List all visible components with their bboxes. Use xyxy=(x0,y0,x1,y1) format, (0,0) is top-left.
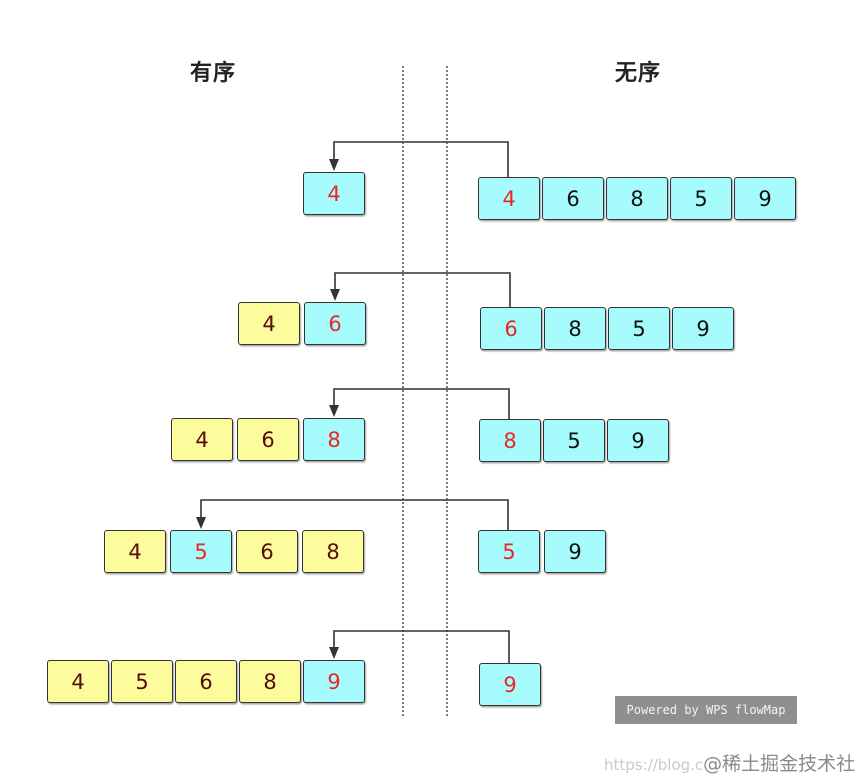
unordered-cell-r1-5: 9 xyxy=(734,177,796,220)
wps-watermark: Powered by WPS flowMap xyxy=(615,696,797,724)
ordered-heading: 有序 xyxy=(190,61,237,86)
move-connector-r1 xyxy=(333,141,509,177)
move-connector-r3 xyxy=(333,388,510,419)
unordered-cell-r1-3: 8 xyxy=(606,177,668,220)
unordered-cell-r1-2: 6 xyxy=(542,177,604,220)
unordered-cell-r2-3: 5 xyxy=(608,307,670,350)
unordered-cell-r2-1: 6 xyxy=(480,307,542,350)
unordered-cell-r3-2: 5 xyxy=(543,419,605,462)
arrow-head-r1 xyxy=(329,159,339,171)
unordered-cell-r3-1: 8 xyxy=(479,419,541,462)
ordered-cell-r2-1: 4 xyxy=(238,302,300,345)
arrow-head-r4 xyxy=(196,517,206,529)
footer-credit: https://blog.c@稀土掘金技术社区 xyxy=(604,749,856,776)
unordered-cell-r1-1: 4 xyxy=(478,177,540,220)
arrow-head-r2 xyxy=(330,289,340,301)
move-connector-r5 xyxy=(333,630,510,663)
ordered-cell-r1-1: 4 xyxy=(303,172,365,215)
ordered-cell-r5-4: 8 xyxy=(239,660,301,703)
footer-brand: @稀土掘金技术社区 xyxy=(703,753,856,775)
ordered-cell-r5-5: 9 xyxy=(303,660,365,703)
ordered-cell-r4-3: 6 xyxy=(236,530,298,573)
unordered-cell-r2-4: 9 xyxy=(672,307,734,350)
ordered-cell-r4-4: 8 xyxy=(302,530,364,573)
ordered-cell-r2-2: 6 xyxy=(304,302,366,345)
unordered-cell-r5-1: 9 xyxy=(479,663,541,706)
unordered-cell-r1-4: 5 xyxy=(670,177,732,220)
unordered-cell-r4-1: 5 xyxy=(478,530,540,573)
move-connector-r4 xyxy=(200,499,509,530)
unordered-cell-r3-3: 9 xyxy=(607,419,669,462)
ordered-cell-r3-2: 6 xyxy=(237,418,299,461)
ordered-cell-r4-1: 4 xyxy=(104,530,166,573)
ordered-cell-r3-3: 8 xyxy=(303,418,365,461)
ordered-cell-r5-1: 4 xyxy=(47,660,109,703)
unordered-heading: 无序 xyxy=(615,61,662,86)
ordered-cell-r3-1: 4 xyxy=(171,418,233,461)
arrow-head-r3 xyxy=(329,405,339,417)
ordered-cell-r5-2: 5 xyxy=(111,660,173,703)
ordered-cell-r4-2: 5 xyxy=(170,530,232,573)
move-connector-r2 xyxy=(334,272,511,307)
footer-url: https://blog.c xyxy=(604,756,704,774)
unordered-cell-r2-2: 8 xyxy=(544,307,606,350)
arrow-head-r5 xyxy=(329,647,339,659)
unordered-cell-r4-2: 9 xyxy=(544,530,606,573)
ordered-cell-r5-3: 6 xyxy=(175,660,237,703)
